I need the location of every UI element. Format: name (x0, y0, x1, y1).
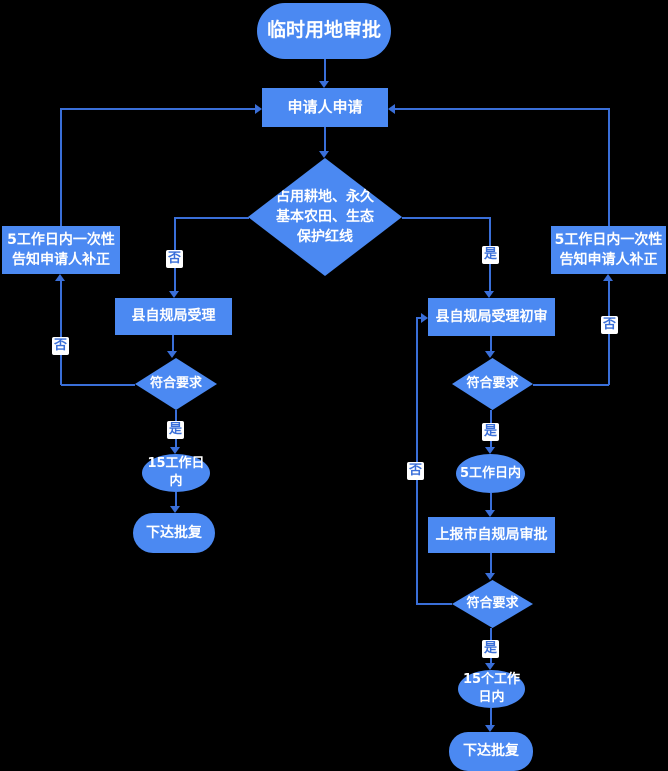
edge-notifyright-apply (395, 108, 609, 110)
arrowhead (55, 274, 65, 281)
edge-checkbottom-review (416, 317, 418, 605)
edge-checkbottom-review (417, 603, 452, 605)
edge-days15r-issue (490, 708, 492, 726)
edge-label-yes: 是 (482, 246, 500, 265)
edge-accept-check (172, 335, 174, 352)
arrowhead (170, 447, 180, 454)
edge-checkleft-notify (61, 384, 135, 386)
edge-city-checkbottom (490, 553, 492, 574)
node-days15-left: 15工作日内 (142, 454, 210, 492)
node-notify-left: 5工作日内一次性告知申请人补正 (2, 226, 120, 274)
node-label: 5工作日内一次性告知申请人补正 (7, 231, 115, 268)
arrowhead (484, 291, 494, 298)
edge-label-yes: 是 (482, 640, 500, 659)
arrowhead (485, 663, 495, 670)
node-check-left: 符合要求 (135, 358, 217, 410)
arrowhead (485, 573, 495, 580)
node-county-accept: 县自规局受理 (115, 298, 232, 335)
node-days5: 5工作日内 (456, 454, 525, 493)
edge-label-yes: 是 (482, 423, 500, 442)
arrowhead (319, 81, 329, 88)
node-county-review: 县自规局受理初审 (428, 298, 555, 336)
edge-start-apply (324, 59, 326, 82)
node-check-bottom: 符合要求 (452, 580, 533, 628)
arrowhead (485, 510, 495, 517)
edge-label-yes: 是 (167, 421, 185, 440)
edge-label-no: 否 (601, 316, 619, 335)
node-label: 15工作日内 (147, 456, 205, 489)
arrowhead (485, 725, 495, 732)
node-notify-right: 5工作日内一次性告知申请人补正 (551, 226, 666, 274)
edge-checkleft-notify (60, 281, 62, 385)
edge-label-no: 否 (166, 250, 184, 269)
node-days15-right: 15个工作日内 (458, 670, 525, 708)
node-issue-right: 下达批复 (449, 732, 533, 771)
arrowhead (169, 291, 179, 298)
arrowhead (255, 104, 262, 114)
arrowhead (485, 447, 495, 454)
arrowhead (485, 351, 495, 358)
edge-decision-right (402, 217, 490, 219)
arrowhead (421, 313, 428, 323)
node-start: 临时用地审批 (257, 3, 391, 59)
node-city-approval: 上报市自规局审批 (428, 517, 555, 553)
node-label: 15个工作日内 (462, 672, 521, 705)
node-issue-left: 下达批复 (133, 513, 215, 553)
arrowhead (167, 351, 177, 358)
edge-checkbottom-review (416, 317, 422, 319)
edge-days15-issue (175, 492, 177, 507)
arrowhead (319, 151, 329, 158)
arrowhead (170, 506, 180, 513)
edge-notifyright-apply (608, 108, 610, 226)
edge-review-check (490, 336, 492, 352)
node-apply: 申请人申请 (262, 88, 388, 127)
edge-apply-decision (324, 127, 326, 152)
node-check-mid: 符合要求 (452, 358, 533, 410)
arrowhead (388, 104, 395, 114)
edge-label-no: 否 (52, 337, 70, 356)
node-label: 5工作日内一次性告知申请人补正 (554, 231, 663, 268)
edge-notifyleft-apply (60, 108, 256, 110)
node-label: 占用耕地、永久基本农田、生态保护红线 (276, 188, 374, 246)
edge-checkmid-notify (533, 384, 609, 386)
edge-decision-left (175, 217, 249, 219)
node-main-decision: 占用耕地、永久基本农田、生态保护红线 (248, 158, 402, 276)
edge-days5-city (490, 493, 492, 511)
edge-notifyleft-apply (60, 108, 62, 226)
arrowhead (603, 274, 613, 281)
edge-label-no: 否 (407, 462, 425, 481)
